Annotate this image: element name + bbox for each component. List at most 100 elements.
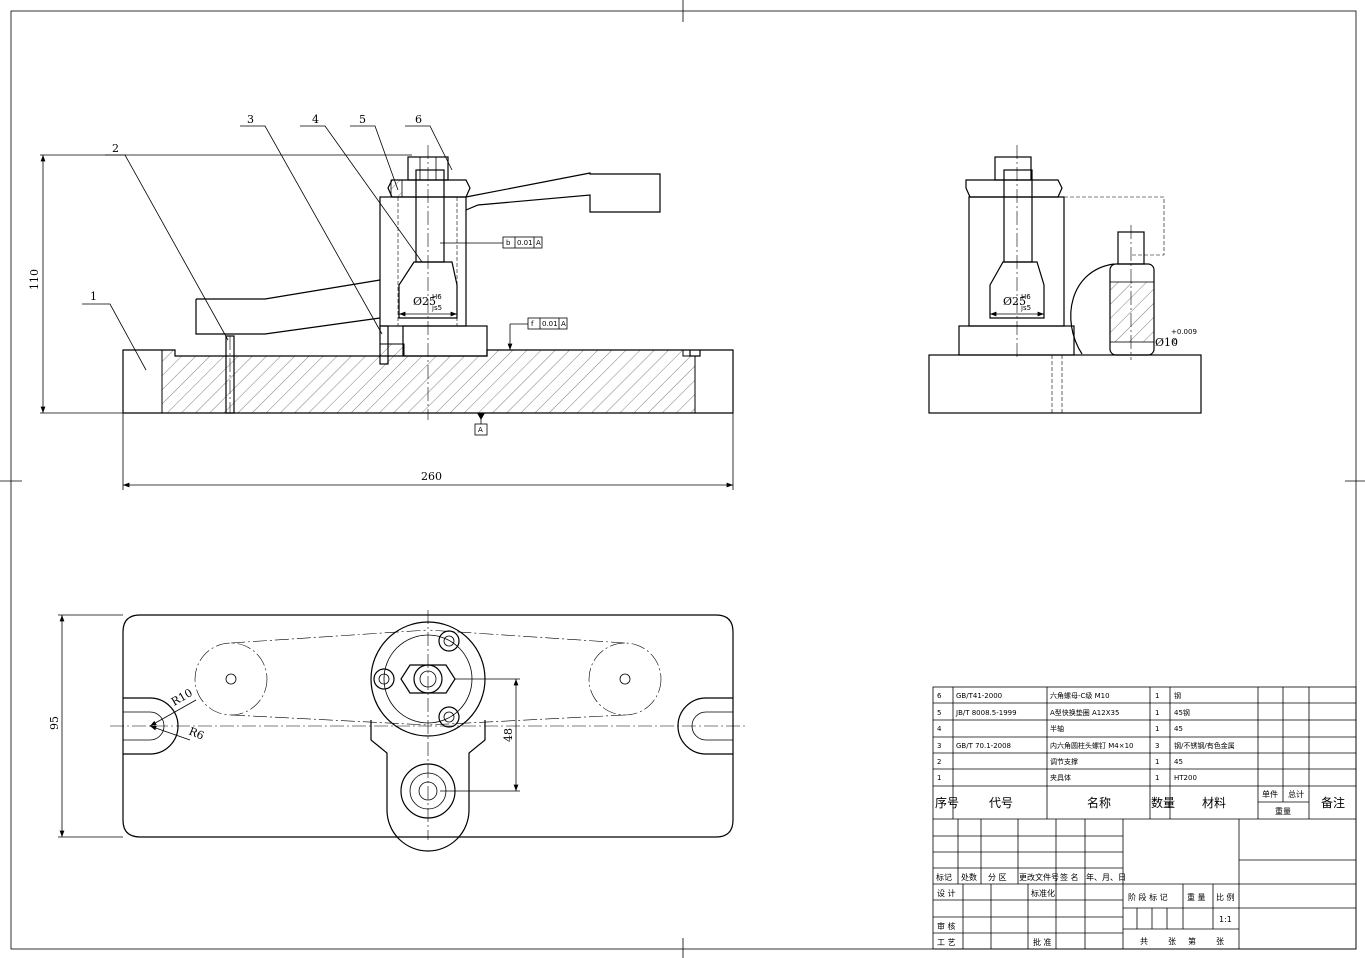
bom-qty: 3	[1155, 742, 1159, 750]
bom-code: GB/T 70.1-2008	[956, 742, 1011, 750]
bom-no: 2	[937, 758, 941, 766]
dim-95: 95	[48, 716, 61, 730]
bom-material: 45钢	[1174, 708, 1190, 717]
bom-no: 3	[937, 742, 941, 750]
bom-no: 6	[937, 692, 942, 700]
bom-grid	[932, 686, 1357, 950]
bom-qty: 1	[1155, 725, 1159, 733]
bom-header-name: 名称	[1087, 795, 1111, 810]
tb-sign: 签 名	[1060, 872, 1079, 882]
dim-r6: R6	[187, 725, 206, 743]
bom-rows: 6 GB/T41-2000 六角螺母-C级 M10 1 钢 5 JB/T 800…	[937, 691, 1235, 782]
bom-no: 1	[937, 774, 941, 782]
bom-code: GB/T41-2000	[956, 692, 1002, 700]
tb-zone: 分 区	[988, 873, 1007, 882]
bom-no: 4	[937, 725, 942, 733]
bom-qty: 1	[1155, 709, 1159, 717]
bom-header-total: 总计	[1288, 789, 1304, 799]
bom-name: A型快换垫圈 A12X35	[1050, 708, 1119, 717]
dim-r10: R10	[169, 686, 195, 708]
dim-pin-dia: Ø10	[1155, 336, 1178, 349]
dim-bore-side: Ø25	[1003, 295, 1026, 308]
tb-scale-label: 比 例	[1216, 892, 1235, 902]
lower-block	[402, 325, 488, 357]
dim-bore-front: Ø25	[413, 295, 436, 308]
datum-label: A	[478, 426, 483, 434]
side-view	[928, 145, 1202, 414]
balloon-6: 6	[415, 113, 422, 126]
bom-qty: 1	[1155, 774, 1159, 782]
base-section-hatch	[161, 343, 696, 414]
handle-right	[465, 172, 661, 213]
balloon-2: 2	[112, 142, 119, 155]
balloon-3: 3	[247, 113, 254, 126]
tb-sheets-unit: 张	[1168, 937, 1176, 946]
top-view	[58, 610, 745, 852]
tb-design: 设 计	[937, 888, 956, 898]
bom-header-unit: 单件	[1262, 789, 1278, 799]
dim-260: 260	[421, 470, 442, 483]
bom-material: 钢	[1174, 691, 1181, 700]
bom-no: 5	[937, 709, 941, 717]
tb-date: 年、月、日	[1086, 872, 1126, 882]
bom-code: JB/T 8008.5-1999	[955, 709, 1017, 717]
fit-lower-front: js5	[431, 304, 442, 312]
bom-qty: 1	[1155, 758, 1159, 766]
dim-48: 48	[502, 728, 515, 742]
title-block-text: 标记 处数 分 区 更改文件号 签 名 年、月、日 设 计 标准化 阶 段 标 …	[936, 872, 1235, 947]
bom-header-code: 代号	[989, 796, 1013, 810]
tol-flat-value: 0.01	[542, 320, 558, 328]
tb-sheet-unit: 张	[1216, 937, 1224, 946]
tol-perp-datum: A	[536, 239, 541, 247]
front-view	[40, 125, 734, 490]
bushing-cone	[398, 261, 458, 319]
bom-header-remark: 备注	[1321, 795, 1345, 810]
bom-qty: 1	[1155, 692, 1159, 700]
bom-name: 调节支撑	[1050, 757, 1078, 766]
tb-count: 处数	[961, 872, 977, 882]
tb-review: 审 核	[937, 921, 956, 931]
bom-header-qty: 数量	[1151, 795, 1175, 810]
bom-material: 钢/不锈钢/有色金属	[1174, 741, 1235, 750]
title-block-grid	[933, 819, 1356, 949]
balloon-1: 1	[90, 290, 97, 303]
fit-upper-front: H6	[432, 293, 442, 301]
drawing-border	[10, 10, 1357, 950]
tb-stage-mark: 阶 段 标 记	[1128, 892, 1168, 902]
tb-weight: 重 量	[1187, 892, 1206, 902]
tb-scale: 1:1	[1219, 915, 1232, 924]
fit-upper-side: H6	[1021, 293, 1031, 301]
dim-110: 110	[28, 269, 41, 290]
tb-approve: 批 准	[1033, 937, 1052, 947]
bom-header: 序号 代号 名称 数量 材料 单件 总计 重量 备注	[935, 789, 1345, 816]
tb-standard: 标准化	[1031, 888, 1055, 898]
side-base	[928, 354, 1202, 414]
tol-perp-symbol: b	[506, 239, 511, 247]
dim-pin-tol-upper: +0.009	[1171, 328, 1197, 336]
tb-change-doc: 更改文件号	[1019, 872, 1059, 882]
shaft	[415, 169, 445, 263]
bom-name: 半轴	[1050, 724, 1064, 733]
dim-pin-tol-lower: 0	[1173, 338, 1177, 346]
bom-header-material: 材料	[1202, 796, 1226, 810]
balloon-5: 5	[359, 113, 366, 126]
tol-flat-datum: A	[561, 320, 566, 328]
balloon-4: 4	[312, 113, 319, 126]
tol-flat-symbol: f	[531, 320, 534, 328]
bom-header-no: 序号	[935, 795, 959, 810]
top-base-outline	[122, 614, 734, 838]
bom-name: 夹具体	[1050, 773, 1071, 782]
tb-mark: 标记	[936, 872, 952, 882]
tol-perp-value: 0.01	[517, 239, 533, 247]
tb-sheets: 共	[1140, 937, 1148, 946]
tb-sheet-no: 第	[1188, 936, 1196, 946]
fit-lower-side: js5	[1020, 304, 1031, 312]
bom-header-weight: 重量	[1275, 806, 1291, 816]
bom-material: 45	[1174, 725, 1183, 733]
bom-material: 45	[1174, 758, 1183, 766]
tb-process: 工 艺	[937, 938, 956, 947]
bom-material: HT200	[1174, 774, 1197, 782]
bom-name: 六角螺母-C级 M10	[1050, 691, 1110, 700]
